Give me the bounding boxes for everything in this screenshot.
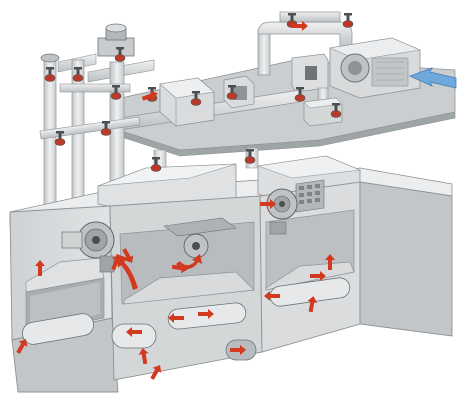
valve-icon <box>342 13 354 28</box>
airflow-arrows <box>16 21 335 380</box>
flow-arrow-icon <box>141 90 158 101</box>
air-inlet-arrow-icon <box>408 67 457 89</box>
valve-icon <box>54 131 66 146</box>
valve-icon <box>100 121 112 136</box>
valve-icon <box>294 87 306 102</box>
valve-icon <box>226 85 238 100</box>
fan-left <box>61 221 115 273</box>
flow-arrow-icon <box>264 291 280 301</box>
flow-arrow-icon <box>307 296 318 313</box>
valve-icon <box>110 85 122 100</box>
valve-icon <box>190 91 202 106</box>
flow-arrow-icon <box>35 260 45 276</box>
flow-arrow-icon <box>16 339 28 354</box>
dryer-housing <box>9 155 453 393</box>
flow-arrow-icon <box>292 21 308 31</box>
flow-arrow-icon <box>126 327 142 337</box>
valve-icon <box>150 157 162 172</box>
flow-arrow-icon <box>176 254 202 270</box>
flow-arrow-icon <box>198 309 214 319</box>
valve-icon <box>114 47 126 62</box>
flow-arrow-icon <box>116 254 138 290</box>
flow-arrow-icon <box>168 313 184 323</box>
upper-ductwork <box>57 11 422 171</box>
flow-arrow-icon <box>122 248 134 263</box>
flow-arrow-icon <box>138 348 149 365</box>
valve-icon <box>244 149 256 164</box>
flow-arrow-icon <box>325 254 335 270</box>
valve-icon <box>44 67 56 82</box>
flow-arrow-icon <box>150 365 162 380</box>
flow-arrow-icon <box>310 271 326 281</box>
valve-icon <box>72 67 84 82</box>
flow-arrow-icon <box>260 199 276 209</box>
valve-icon <box>330 103 342 118</box>
flow-arrow-icon <box>230 345 246 355</box>
fan-middle <box>183 233 209 259</box>
